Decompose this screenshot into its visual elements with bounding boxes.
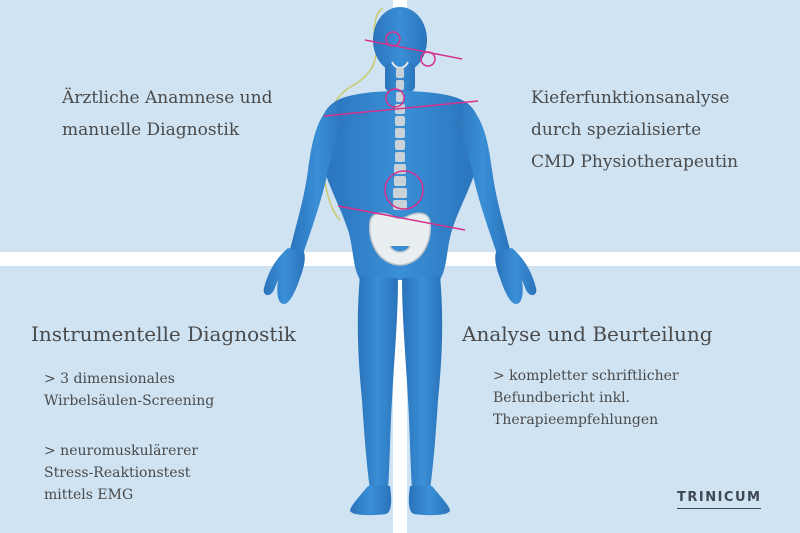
panel-top-right-line-3: CMD Physiotherapeutin [531, 152, 739, 172]
bullet-line: Stress-Reaktionstest [44, 465, 191, 481]
panel-bottom-right-heading: Analyse und Beurteilung [462, 322, 713, 346]
panel-top-right-text: Kieferfunktionsanalyse durch spezialisie… [531, 82, 738, 178]
bullet-line: > neuromuskulärerer [44, 443, 199, 459]
bullet-line: Wirbelsäulen-Screening [44, 393, 215, 409]
panel-top-right-line-2: durch spezialisierte [531, 120, 702, 140]
bullet-item: > 3 dimensionales Wirbelsäulen-Screening [44, 368, 214, 412]
panel-top-right-line-1: Kieferfunktionsanalyse [531, 88, 730, 108]
bullet-line: mittels EMG [44, 487, 134, 503]
panel-bottom-left [0, 266, 393, 533]
panel-top-left-text: Ärztliche Anamnese und manuelle Diagnost… [62, 82, 272, 146]
bullet-line: > 3 dimensionales [44, 371, 175, 387]
panel-bottom-left-heading: Instrumentelle Diagnostik [31, 322, 296, 346]
bullet-line: > kompletter schriftlicher [493, 368, 679, 384]
spine [393, 68, 407, 210]
panel-bottom-right [407, 266, 800, 533]
bullet-line: Befundbericht inkl. [493, 390, 631, 406]
panel-top-left-line-2: manuelle Diagnostik [62, 120, 240, 140]
bullet-item: > kompletter schriftlicher Befundbericht… [493, 365, 679, 431]
bullet-line: Therapieempfehlungen [493, 412, 659, 428]
alignment-lines [323, 39, 479, 231]
panel-top-left-line-1: Ärztliche Anamnese und [62, 88, 273, 108]
bullet-item: > neuromuskulärerer Stress-Reaktionstest… [44, 440, 198, 506]
trinicum-logo: TRINICUM [677, 490, 762, 509]
